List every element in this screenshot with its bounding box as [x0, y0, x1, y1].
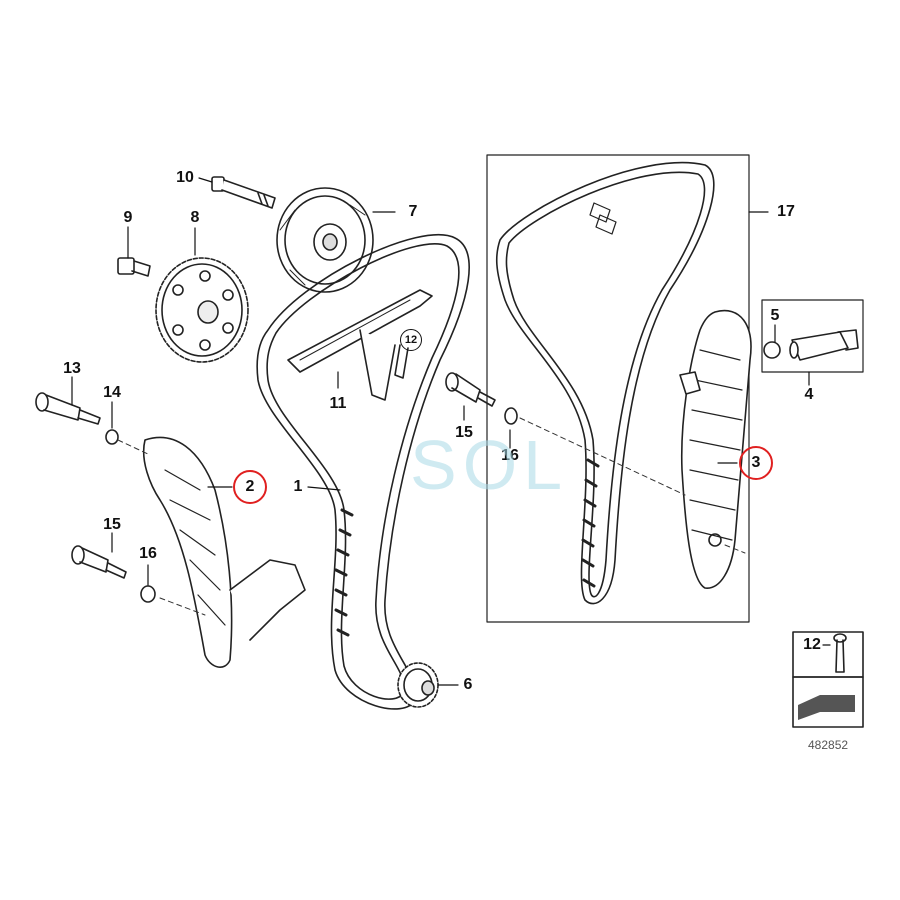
- tensioner-rail-2-drawing: [142, 436, 306, 668]
- washer-14-drawing: [105, 429, 119, 445]
- callout-14: 14: [103, 384, 121, 401]
- callout-16-center: 16: [501, 447, 519, 464]
- callout-2-highlighted: 2: [233, 470, 267, 504]
- callout-6: 6: [463, 676, 473, 693]
- camshaft-adjuster-7-drawing: [276, 187, 374, 293]
- bolt-9-drawing: [117, 257, 151, 277]
- callout-5: 5: [770, 307, 780, 324]
- callout-3-highlighted: 3: [739, 446, 773, 480]
- washer-16-left-drawing: [140, 585, 156, 603]
- callout-15-center: 15: [455, 424, 473, 441]
- bolt-12-drawing: [394, 344, 409, 379]
- callout-15-left: 15: [103, 516, 121, 533]
- callout-7: 7: [408, 203, 418, 220]
- sprocket-8-drawing: [155, 257, 249, 363]
- callout-4: 4: [804, 386, 814, 403]
- chain-17-drawing: [495, 161, 715, 605]
- callout-16-left: 16: [139, 545, 157, 562]
- callout-1: 1: [293, 478, 303, 495]
- watermark: SOL: [410, 426, 569, 504]
- callout-12: 12: [400, 329, 422, 351]
- callout-8: 8: [190, 209, 200, 226]
- callout-9: 9: [123, 209, 133, 226]
- guide-rail-11-drawing: [287, 289, 433, 401]
- diagram-id: 482852: [808, 738, 849, 752]
- bolt-13-drawing: [35, 392, 101, 425]
- sprocket-6-drawing: [397, 662, 439, 708]
- bolt-15-left-drawing: [71, 545, 127, 579]
- tensioner-4-drawing: [763, 329, 859, 361]
- callout-13: 13: [63, 360, 81, 377]
- chain-17-box: [486, 154, 750, 623]
- bolt-15-center-drawing: [445, 372, 496, 407]
- guide-rail-3-drawing: [679, 309, 752, 589]
- callout-10: 10: [176, 169, 194, 186]
- legend-box: [792, 631, 864, 728]
- chain-1-drawing: [256, 233, 470, 710]
- callout-11: 11: [329, 395, 347, 412]
- bolt-10-drawing: [211, 176, 276, 209]
- callout-17: 17: [777, 203, 795, 220]
- washer-16-center-drawing: [504, 407, 518, 425]
- tensioner-4-box: [761, 299, 864, 373]
- legend-callout-12: 12: [803, 636, 821, 653]
